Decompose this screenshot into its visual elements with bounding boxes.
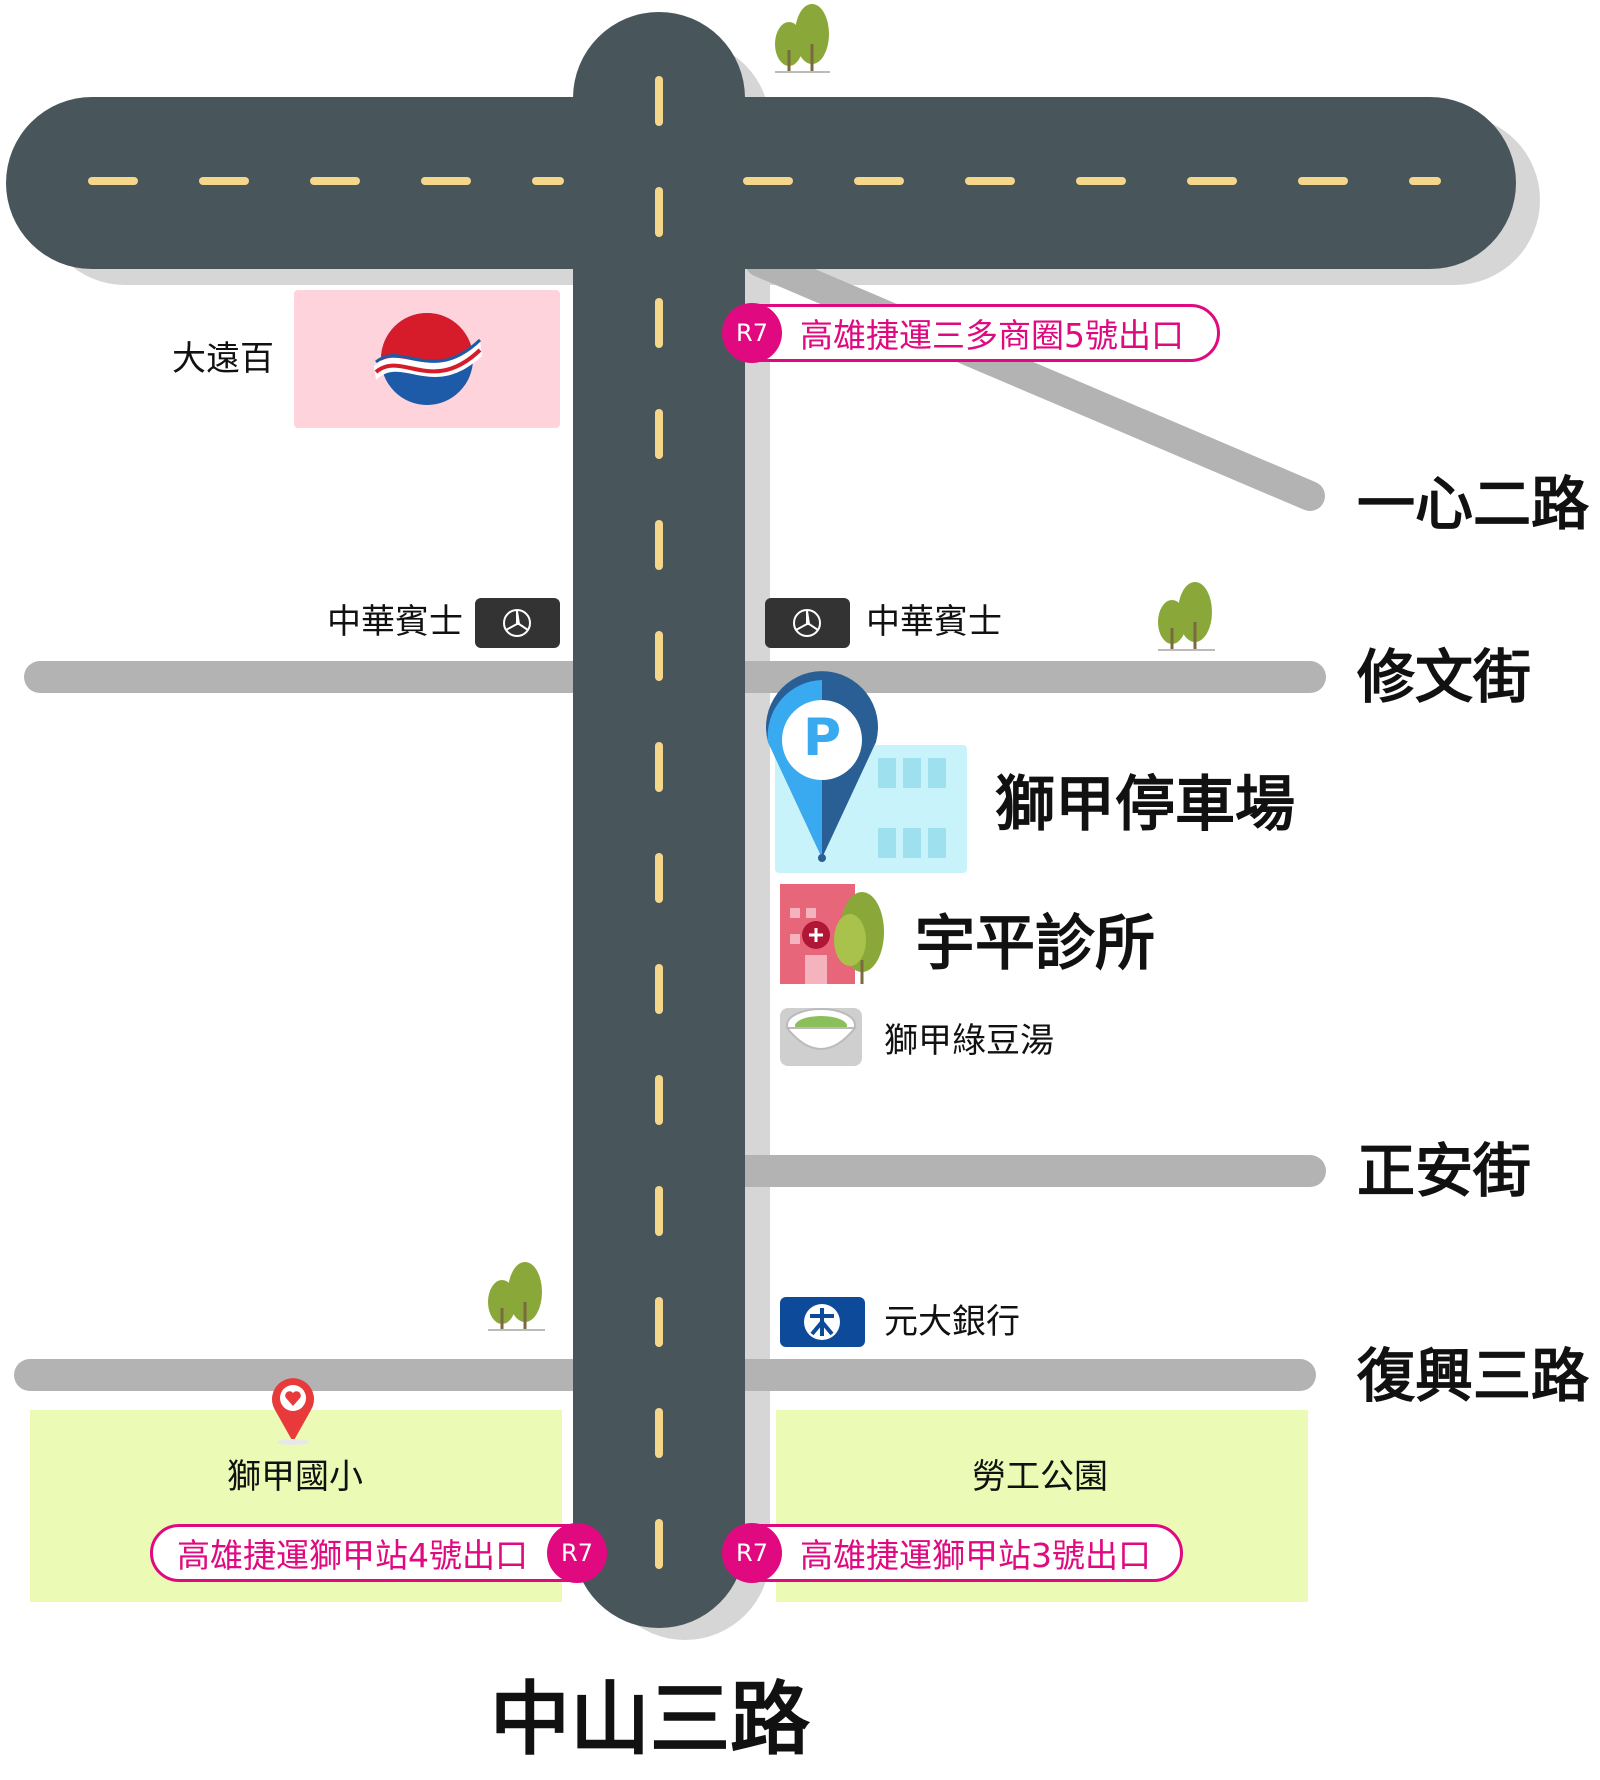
metro-station-badge: R7 <box>722 303 782 363</box>
metro-exit-4-pill: 高雄捷運獅甲站4號出口 <box>150 1524 605 1582</box>
road-label-xiuwen: 修文街 <box>1357 643 1532 711</box>
mung-bean-soup-icon <box>780 1008 862 1066</box>
metro-exit-5-pill: 高雄捷運三多商圈5號出口 <box>725 304 1220 362</box>
metro-station-badge: R7 <box>547 1523 607 1583</box>
road-zhongshan-3rd <box>573 12 745 1628</box>
parking-icon-letter: P <box>803 708 842 768</box>
parking-pin-icon <box>766 671 878 862</box>
label-benz-left: 中華賓士 <box>327 602 463 642</box>
bank-logo-icon <box>780 1297 865 1347</box>
label-mung-bean-soup: 獅甲綠豆湯 <box>884 1021 1054 1061</box>
tree-icon <box>488 1262 545 1331</box>
road-label-zhengan: 正安街 <box>1357 1137 1532 1205</box>
metro-exit-5-label: 高雄捷運三多商圈5號出口 <box>800 316 1184 355</box>
metro-exit-3-pill: 高雄捷運獅甲站3號出口 <box>725 1524 1183 1582</box>
tree-icon <box>775 4 830 73</box>
metro-exit-3-label: 高雄捷運獅甲站3號出口 <box>800 1536 1151 1575</box>
metro-exit-4-label: 高雄捷運獅甲站4號出口 <box>177 1536 528 1575</box>
label-department-store: 大遠百 <box>172 339 274 379</box>
clinic-icon <box>780 884 884 984</box>
label-parking: 獅甲停車場 <box>995 770 1295 840</box>
department-store-logo <box>374 313 482 405</box>
benz-badge-right <box>765 598 850 648</box>
benz-badge-left <box>475 598 560 648</box>
label-benz-right: 中華賓士 <box>866 602 1002 642</box>
road-yixin-2nd <box>745 247 1325 511</box>
road-label-zhongshan-3rd: 中山三路 <box>490 1673 810 1766</box>
road-label-fuxing-3rd: 復興三路 <box>1357 1342 1590 1410</box>
road-label-yixin-2nd: 一心二路 <box>1357 470 1590 538</box>
label-labor-park: 勞工公園 <box>972 1457 1108 1497</box>
label-school: 獅甲國小 <box>227 1457 363 1497</box>
metro-station-badge: R7 <box>722 1523 782 1583</box>
label-clinic: 宇平診所 <box>915 909 1155 979</box>
school-location-pin-icon <box>272 1378 314 1445</box>
label-bank: 元大銀行 <box>884 1302 1020 1342</box>
tree-icon <box>1158 582 1215 651</box>
